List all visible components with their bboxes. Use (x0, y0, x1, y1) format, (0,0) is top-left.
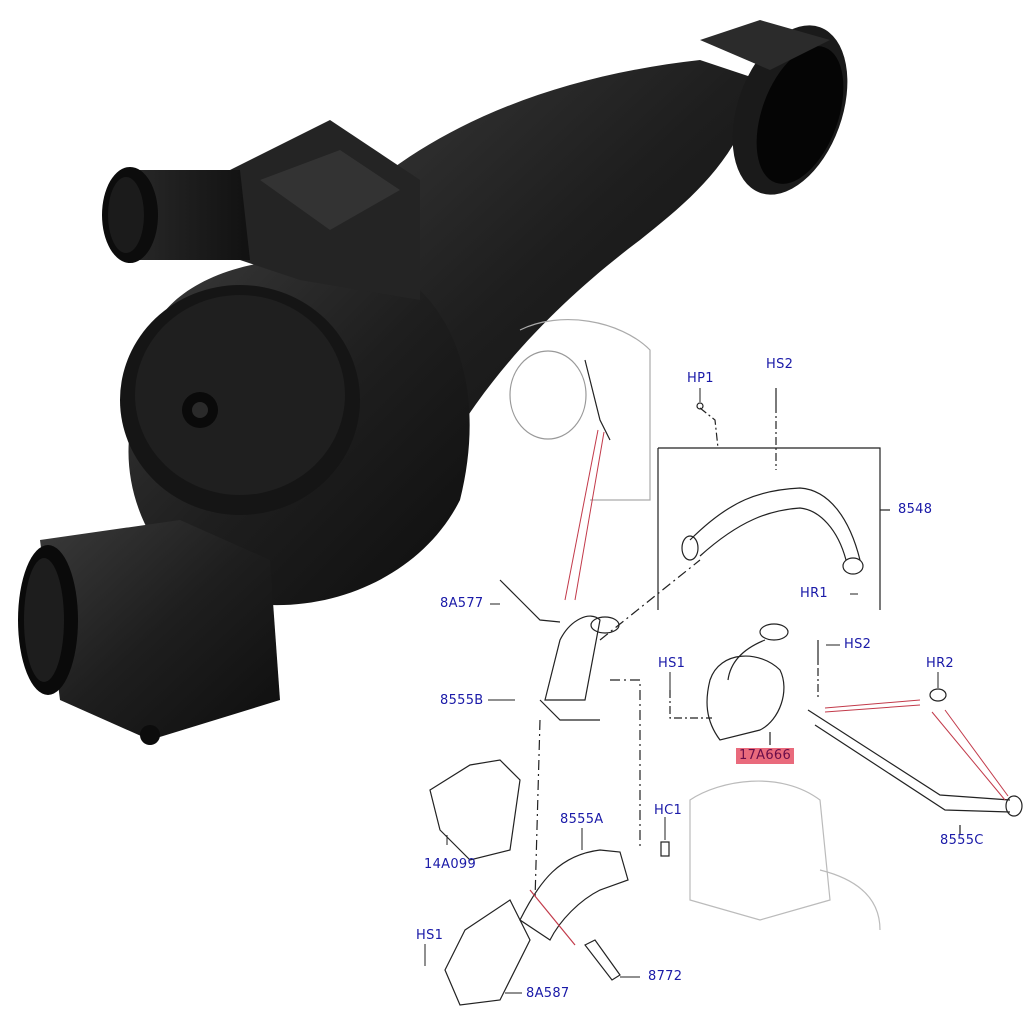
label-hr1: HR1 (800, 586, 828, 601)
label-17a666-highlighted: 17A666 (736, 748, 795, 764)
label-hc1: HC1 (654, 803, 683, 818)
label-hs1-mid: HS1 (658, 656, 686, 671)
label-8a577: 8A577 (440, 596, 484, 611)
label-hs2-top: HS2 (766, 357, 794, 372)
label-hp1: HP1 (687, 371, 714, 386)
label-8555a: 8555A (560, 812, 604, 827)
label-hs1-bottom: HS1 (416, 928, 444, 943)
label-8548: 8548 (898, 502, 933, 517)
label-14a099: 14A099 (424, 857, 477, 872)
label-hs2-mid: HS2 (844, 637, 872, 652)
label-hr2: HR2 (926, 656, 954, 671)
label-8772: 8772 (648, 969, 683, 984)
label-8555c: 8555C (940, 833, 984, 848)
label-8555b: 8555B (440, 693, 484, 708)
label-8a587: 8A587 (526, 986, 570, 1001)
